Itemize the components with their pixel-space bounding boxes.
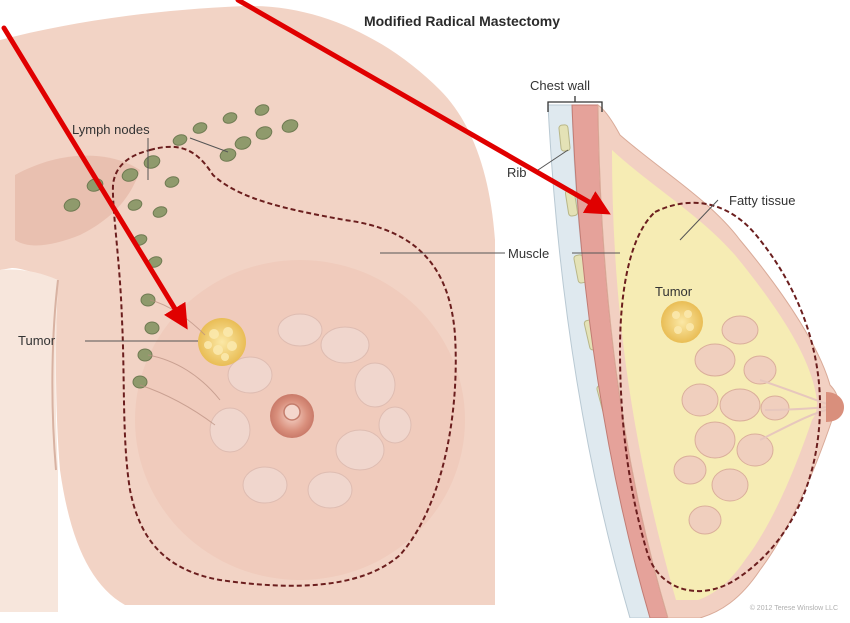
front-view bbox=[0, 6, 505, 612]
side-view bbox=[535, 96, 844, 618]
side-tumor bbox=[661, 301, 703, 343]
front-tumor bbox=[198, 318, 246, 366]
label-fatty-tissue: Fatty tissue bbox=[729, 193, 795, 208]
label-lymph-nodes: Lymph nodes bbox=[72, 122, 150, 137]
side-nipple bbox=[826, 392, 844, 422]
front-nipple bbox=[284, 404, 300, 420]
label-muscle: Muscle bbox=[508, 246, 549, 261]
front-arm bbox=[0, 269, 58, 612]
label-tumor-front: Tumor bbox=[18, 333, 56, 348]
label-chest-wall: Chest wall bbox=[530, 78, 590, 93]
label-rib: Rib bbox=[507, 165, 527, 180]
label-tumor-side: Tumor bbox=[655, 284, 693, 299]
copyright-notice: © 2012 Terese Winslow LLC bbox=[750, 604, 838, 612]
diagram-title: Modified Radical Mastectomy bbox=[364, 13, 560, 29]
